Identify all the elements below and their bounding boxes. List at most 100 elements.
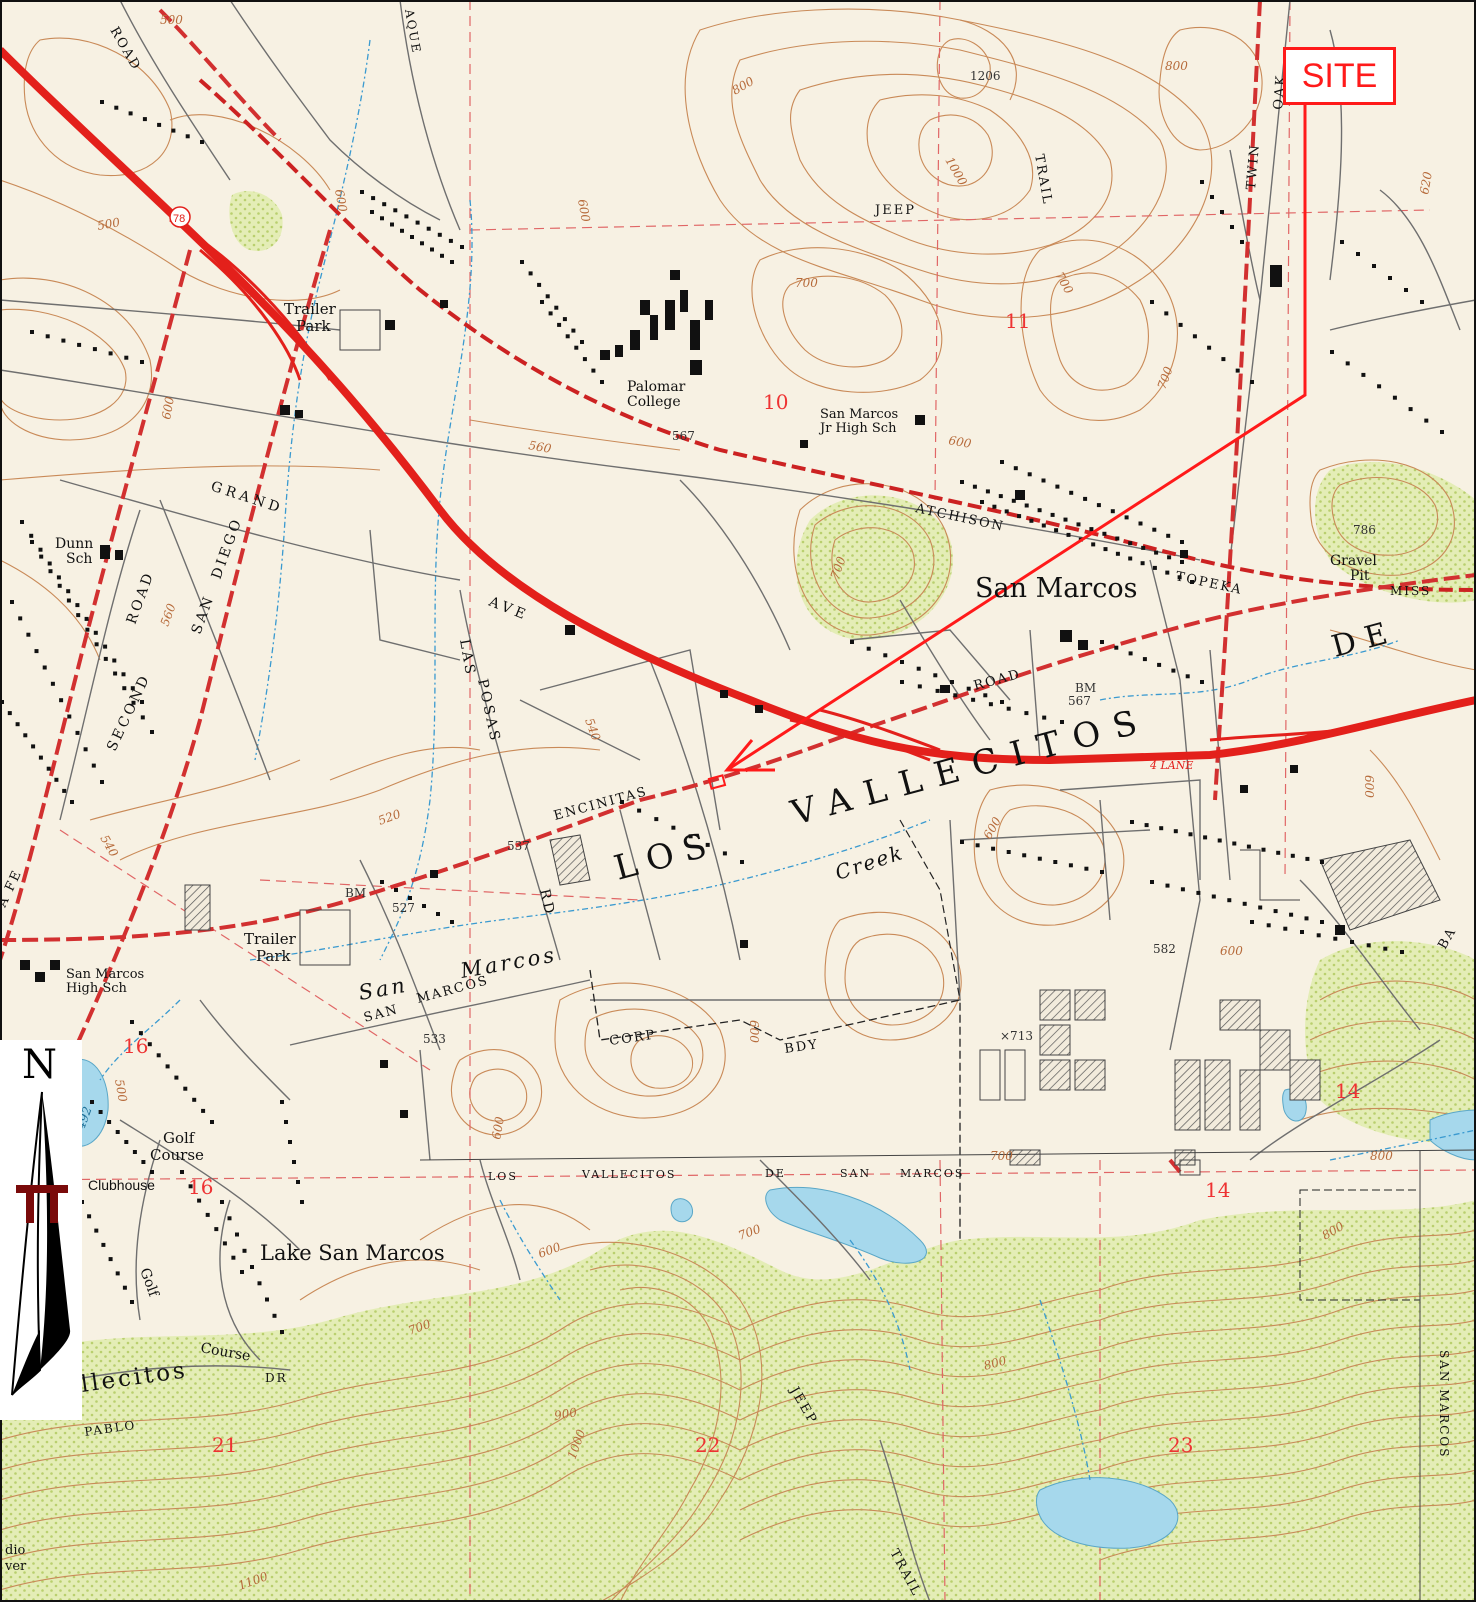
label-jr-high-2: Jr High Sch — [818, 421, 897, 436]
railroad — [198, 78, 1476, 592]
section-11: 11 — [1005, 309, 1030, 333]
road-corp: CORP — [608, 1028, 657, 1049]
north-label: N — [22, 1042, 57, 1088]
elev-500a: 500 — [160, 13, 183, 27]
elev-600c: 600 — [575, 198, 593, 223]
arrowhead-mark-icon — [16, 1185, 68, 1223]
elev-600f: 600 — [747, 1020, 761, 1043]
section-21: 21 — [212, 1433, 237, 1457]
site-marker — [707, 774, 727, 790]
label-park: Park — [296, 317, 332, 335]
road-miss: MISS — [1390, 584, 1431, 598]
elev-800d: 800 — [982, 1353, 1008, 1373]
label-gravel: Gravel — [1330, 553, 1377, 569]
section-22: 22 — [695, 1433, 720, 1457]
section-16-b: 16 — [188, 1175, 213, 1199]
road-dr: DR — [265, 1371, 288, 1385]
label-dunn: Dunn — [55, 536, 93, 552]
freeway-78 — [0, 47, 1476, 765]
elev-620: 620 — [1417, 170, 1435, 195]
elev-560a: 560 — [527, 438, 552, 456]
elev-713: ×713 — [1000, 1029, 1033, 1043]
corp-boundary — [589, 969, 961, 1240]
road-4-lane: 4 LANE — [1149, 759, 1193, 772]
small-woodland — [229, 191, 283, 251]
road-jeep: JEEP — [873, 203, 916, 218]
label-dunn-sch: Sch — [66, 551, 92, 567]
section-14-b: 14 — [1205, 1178, 1230, 1202]
benchmark-2: BM — [345, 886, 366, 900]
road-rd: RD — [536, 888, 557, 918]
label-course: Course — [150, 1146, 204, 1164]
trailer-park-outlines — [299, 309, 1300, 1176]
elev-786: 786 — [1353, 523, 1376, 537]
elev-800c: 800 — [1370, 1149, 1393, 1163]
road-twin: TWIN — [1244, 143, 1263, 191]
label-ver: ver — [4, 1559, 27, 1574]
section-10: 10 — [763, 390, 788, 414]
elev-600j: 600 — [1362, 775, 1376, 798]
label-trailer: Trailer — [284, 300, 337, 318]
buildings — [20, 265, 1345, 1118]
elev-533: 533 — [423, 1032, 446, 1046]
road-bdy: BDY — [783, 1037, 819, 1057]
label-san-marcos: San Marcos — [975, 573, 1137, 604]
label-dio: dio — [5, 1543, 25, 1558]
label-pit: Pit — [1350, 568, 1370, 584]
section-16: 16 — [123, 1034, 148, 1058]
north-arrow: N — [11, 1042, 71, 1396]
true-north-needle — [40, 1092, 71, 1370]
elev-500c: 500 — [112, 1078, 130, 1103]
hill-700-woodland — [796, 495, 953, 640]
quad-seam — [419, 1149, 1476, 1161]
label-college: College — [627, 394, 681, 410]
strip-los: LOS — [488, 1170, 518, 1183]
elev-537: 537 — [507, 839, 530, 853]
magnetic-needle-tip — [12, 1330, 40, 1395]
elev-600d: 600 — [947, 433, 972, 451]
elev-900: 900 — [553, 1405, 578, 1423]
label-golf: Golf — [163, 1129, 196, 1147]
benchmark-1: BM — [1075, 681, 1096, 695]
section-14: 14 — [1335, 1079, 1360, 1103]
label-clubhouse: Clubhouse — [88, 1177, 155, 1193]
label-lake-san-marcos: Lake San Marcos — [260, 1241, 445, 1265]
house-dots — [0, 100, 1444, 1334]
label-high-sch-2: High Sch — [66, 981, 128, 996]
elev-600b: 600 — [159, 395, 177, 420]
elev-600h: 600 — [489, 1115, 507, 1140]
elev-600a: 600 — [332, 188, 350, 213]
east-woodland — [1305, 941, 1476, 1143]
label-high-sch-1: San Marcos — [66, 967, 144, 982]
elev-1206: 1206 — [970, 69, 1001, 83]
elev-500b: 500 — [96, 215, 121, 233]
highway-78-shield: 78 — [169, 206, 191, 228]
gravel-pit-woodland — [1315, 461, 1476, 603]
contour-lines — [0, 8, 1476, 1603]
site-pointer — [707, 105, 1307, 790]
elev-700a: 700 — [795, 276, 818, 290]
contour-peak — [959, 19, 1017, 101]
highway-78-label: 78 — [173, 213, 185, 225]
road-las: LAS — [456, 638, 478, 678]
elev-527: 527 — [392, 901, 415, 915]
built-up-areas — [184, 834, 1441, 1166]
elev-600i: 600 — [1220, 944, 1243, 958]
strip-marcos: MARCOS — [900, 1167, 964, 1180]
label-jr-high-1: San Marcos — [820, 407, 898, 422]
elev-582: 582 — [1153, 942, 1176, 956]
north-arrow-panel: N — [0, 1040, 82, 1420]
site-callout: SITE — [1283, 47, 1396, 105]
road-san-marcos-vert: SAN MARCOS — [1437, 1350, 1451, 1458]
label-park-2: Park — [256, 947, 292, 965]
elev-700g: 700 — [990, 1149, 1013, 1163]
secondary-roads — [0, 0, 1476, 1174]
site-callout-label: SITE — [1301, 56, 1378, 95]
strip-vallecitos: VALLECITOS — [581, 1168, 676, 1181]
elev-567b: 567 — [1068, 694, 1091, 708]
elev-567a: 567 — [672, 429, 695, 443]
